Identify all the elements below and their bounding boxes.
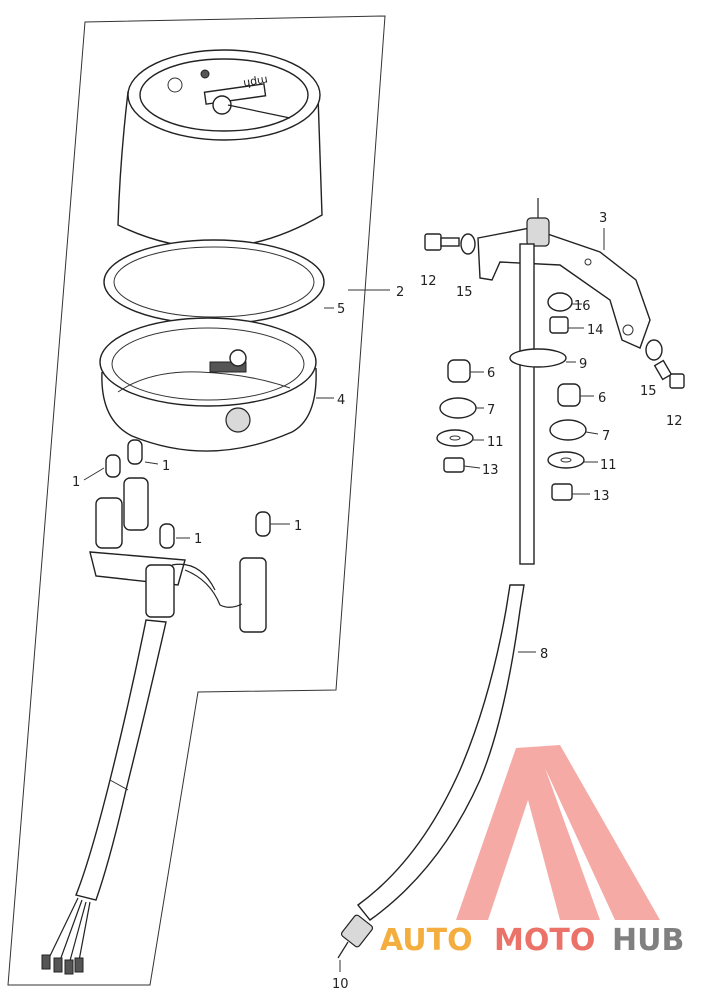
automotohub-logo: AUTO MOTO HUB	[380, 745, 684, 958]
callout-11: 11	[600, 458, 617, 473]
leader-lines	[83, 228, 605, 972]
callout-8: 8	[540, 647, 548, 662]
callout-1: 1	[294, 519, 302, 534]
callout-5: 5	[337, 302, 345, 317]
logo-text-auto: AUTO	[380, 923, 473, 958]
callout-7: 7	[487, 403, 495, 418]
logo-text-hub: HUB	[612, 923, 684, 958]
right-mount-stack	[547, 383, 587, 501]
assembly-outline	[7, 15, 386, 986]
fasteners	[424, 233, 685, 389]
callout-9: 9	[579, 357, 587, 372]
callout-7: 7	[602, 429, 610, 444]
callout-15: 15	[456, 285, 473, 300]
logo-text-moto: MOTO	[494, 923, 595, 958]
left-mount-stack	[436, 359, 477, 473]
callout-11: 11	[487, 435, 504, 450]
callout-14: 14	[587, 323, 604, 338]
dial-unit-label: mph	[242, 73, 269, 90]
callout-3: 3	[599, 211, 607, 226]
meter-case	[99, 317, 317, 452]
callout-10: 10	[332, 977, 349, 992]
callout-13: 13	[593, 489, 610, 504]
speedometer-cable	[337, 198, 567, 959]
logo-triangle	[456, 745, 660, 920]
rim-ring	[103, 239, 325, 325]
callout-1: 1	[72, 475, 80, 490]
callout-16: 16	[574, 299, 591, 314]
callout-6: 6	[598, 391, 606, 406]
callout-labels: 1 1 1 1 2 3 4 5 6 6 7 7 8 9 10 11 11 12 …	[72, 211, 683, 992]
bulb-group	[105, 439, 271, 549]
callout-13: 13	[482, 463, 499, 478]
callout-12: 12	[666, 414, 683, 429]
callout-15: 15	[640, 384, 657, 399]
callout-4: 4	[337, 393, 345, 408]
callout-1: 1	[194, 532, 202, 547]
callout-1: 1	[162, 459, 170, 474]
callout-12: 12	[420, 274, 437, 289]
socket-harness	[41, 477, 267, 975]
callout-2: 2	[396, 285, 404, 300]
callout-6: 6	[487, 366, 495, 381]
